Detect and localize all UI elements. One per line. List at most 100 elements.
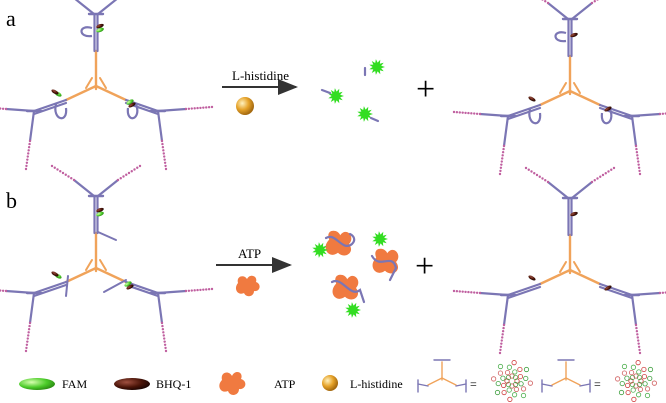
sticky-end-dot [593, 179, 596, 182]
sticky-end-dot [190, 289, 193, 292]
sticky-end-dot [502, 144, 506, 148]
sticky-end-dot [661, 291, 665, 294]
sticky-end-dot [164, 346, 167, 350]
dna-cage-ring [497, 363, 504, 370]
dna-cage-ring [511, 360, 517, 366]
bhq-quencher-mark [570, 211, 578, 217]
released-atp-aptamer-complexes [312, 230, 399, 318]
sticky-end-dot [1, 289, 5, 292]
dna-cage-ring [513, 386, 520, 393]
sticky-end-dot [599, 175, 602, 178]
sticky-end-dot [637, 166, 641, 169]
dna-cage-ring [511, 392, 518, 398]
sticky-end-dot [163, 337, 166, 340]
sticky-end-dot [26, 155, 29, 158]
sticky-end-dot [50, 164, 54, 168]
bhq-quencher-mark [128, 102, 136, 108]
sticky-end-dot [184, 289, 188, 293]
sticky-end-dot [0, 289, 2, 292]
sticky-end-dot [601, 173, 605, 177]
core-strand [565, 377, 581, 386]
atp-molecule-icon [235, 275, 260, 297]
sticky-end-dot [25, 343, 29, 346]
reagent-label-b: ATP [238, 246, 261, 261]
bhq-quencher-mark [528, 96, 536, 102]
dna-cage-ring [504, 369, 511, 376]
bhq-quencher-mark [570, 32, 578, 38]
sticky-end-dot [210, 287, 214, 291]
arm-branch [156, 289, 188, 295]
dna-cage-ring [512, 369, 518, 375]
sticky-end-dot [499, 166, 503, 169]
sticky-end-dot [501, 333, 504, 336]
aptamer-strand [330, 279, 366, 304]
dna-cage-ring [631, 396, 637, 402]
fam-dye-mark [124, 281, 132, 287]
sticky-end-dot [455, 290, 459, 293]
dna-cage-ring [517, 366, 523, 373]
sticky-end-dot [637, 163, 640, 166]
core-strand [64, 266, 98, 284]
dna-cage-ring [501, 389, 507, 396]
dna-cage-ring [497, 370, 504, 376]
core-strand [568, 89, 602, 107]
hairpin-loop [54, 103, 68, 120]
sticky-end-dot [162, 152, 165, 155]
dna-cage-ring [647, 375, 653, 382]
arm-strand [124, 280, 160, 295]
sticky-end-dot [162, 334, 165, 337]
dna-tetrahedron-probe-b [0, 164, 214, 353]
sticky-end-dot [501, 330, 505, 333]
arm-branch [570, 1, 594, 21]
sticky-end-dot [122, 175, 125, 178]
sticky-end-dot [163, 161, 167, 164]
sticky-end-dot [164, 349, 168, 353]
sticky-end-dot [593, 0, 596, 3]
sticky-end-dot [604, 172, 607, 175]
sticky-end-dot [452, 110, 456, 114]
sticky-end-dot [28, 142, 31, 146]
arm-branch [4, 107, 36, 113]
equals-sign-2: = [594, 377, 601, 391]
sticky-end-dot [27, 149, 30, 152]
sticky-end-dot [533, 172, 536, 175]
hairpin-loop [80, 26, 93, 38]
sticky-end-dot [202, 106, 205, 109]
atp-blob [325, 230, 352, 256]
dna-cage-ring [647, 366, 654, 373]
sticky-end-dot [64, 173, 67, 176]
sticky-end-dot [636, 333, 639, 336]
sticky-end-dot [634, 323, 638, 327]
dna-cage-ring [636, 374, 643, 381]
sticky-end-dot [26, 158, 29, 161]
bhq-quencher-mark [604, 106, 612, 112]
dna-cage-ring [494, 389, 501, 396]
sticky-end-dot [501, 157, 504, 160]
core-strand [573, 261, 581, 273]
dna-cage-ring [615, 376, 621, 382]
sticky-end-dot [163, 155, 166, 158]
dna-cage-ring [651, 380, 657, 386]
sticky-end-dot [612, 166, 616, 170]
sticky-end-dot [637, 160, 640, 163]
dna-cage-ring [636, 369, 642, 375]
core-strand [551, 377, 567, 386]
sticky-end-dot [658, 291, 662, 295]
core-strand [441, 377, 457, 386]
arm-strand [506, 282, 542, 297]
core-strand [559, 82, 567, 94]
sticky-end-dot [635, 330, 639, 333]
sticky-end-dot [138, 164, 142, 168]
arm-strand [506, 103, 542, 118]
sticky-end-dot [475, 291, 479, 294]
sticky-end-dot [193, 107, 196, 110]
ssdna-fragment [369, 116, 380, 123]
sticky-end-dot [544, 179, 547, 182]
sticky-end-dot [161, 324, 164, 328]
dna-cage-ring [642, 381, 648, 387]
dna-cage-ring [518, 381, 524, 387]
dna-cage-ring [506, 387, 512, 393]
sticky-end-dot [638, 169, 641, 173]
core-strand [538, 89, 572, 107]
sticky-end-dot [4, 107, 8, 111]
